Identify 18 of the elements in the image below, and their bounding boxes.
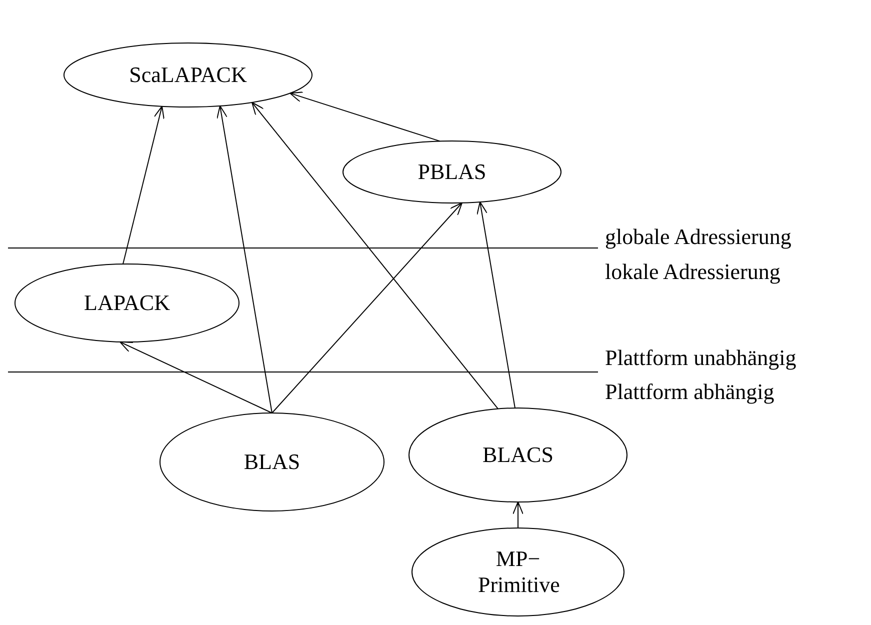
- layer-label: Plattform unabhängig: [605, 345, 796, 371]
- arrow: [512, 502, 524, 528]
- layer-label: globale Adressierung: [605, 224, 792, 250]
- layer-label: lokale Adressierung: [605, 259, 780, 285]
- arrow: [122, 106, 164, 265]
- arrow: [272, 202, 462, 414]
- arrow: [290, 92, 440, 142]
- node-label: BLACS: [482, 442, 554, 468]
- arrow: [216, 105, 272, 414]
- node-label: ScaLAPACK: [129, 62, 247, 88]
- arrow: [252, 102, 498, 410]
- arrow: [120, 341, 272, 414]
- node-label: LAPACK: [84, 290, 170, 316]
- node-label: PBLAS: [418, 159, 486, 185]
- node-label: MP− Primitive: [478, 546, 558, 598]
- arrow: [476, 201, 516, 409]
- node-label: BLAS: [244, 449, 300, 475]
- layer-label: Plattform abhängig: [605, 379, 774, 405]
